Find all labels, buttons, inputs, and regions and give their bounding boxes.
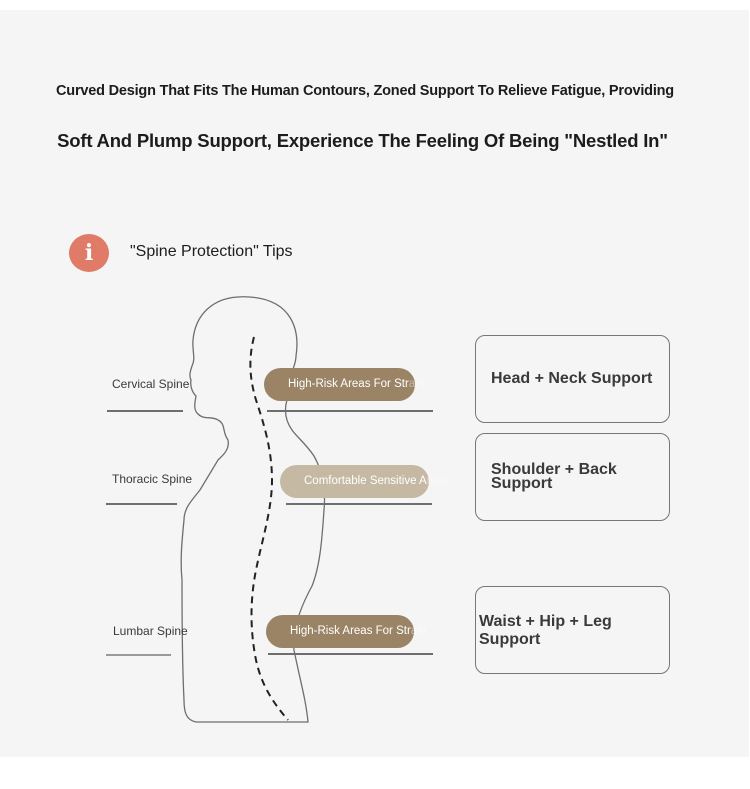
pill-lumbar-text: High-Risk Areas For Str (290, 625, 411, 637)
divider-thoracic-right (286, 503, 432, 505)
spine-label-lumbar: Lumbar Spine (113, 624, 188, 638)
spine-label-thoracic: Thoracic Spine (112, 472, 193, 486)
divider-cervical-right (267, 410, 433, 412)
card-waist-hip-leg-label: Waist + Hip + Leg Support (479, 613, 612, 648)
body-outline (180, 296, 326, 723)
divider-lumbar-left (106, 654, 171, 656)
pill-thoracic-text-faded: reas (426, 475, 450, 487)
headline-line-2: Soft And Plump Support, Experience The F… (57, 130, 668, 151)
info-icon: i (69, 234, 109, 272)
pill-cervical-text: High-Risk Areas For Str (288, 378, 409, 390)
divider-cervical-left (107, 410, 183, 412)
card-shoulder-back-support: Shoulder + Back Support (475, 433, 670, 521)
pill-lumbar-high-risk: High-Risk Areas For Strain (266, 615, 426, 648)
divider-thoracic-left (106, 503, 177, 505)
divider-lumbar-right (268, 653, 433, 655)
info-icon-glyph: i (84, 240, 94, 266)
spine-dashed-line (249, 336, 289, 721)
pill-thoracic-comfortable: Comfortable Sensitive Areas (280, 465, 449, 498)
card-head-neck-label: Head + Neck Support (491, 370, 653, 387)
card-waist-hip-leg-support: Waist + Hip + Leg Support (475, 586, 670, 674)
pill-thoracic-text: Comfortable Sensitive A (304, 475, 427, 487)
tips-title: "Spine Protection" Tips (130, 243, 293, 260)
pill-lumbar-text-faded: ain (410, 625, 427, 637)
pill-cervical-text-faded: ain (408, 378, 425, 390)
card-head-neck-support: Head + Neck Support (475, 335, 670, 423)
spine-label-cervical: Cervical Spine (112, 377, 190, 391)
card-shoulder-back-label: Shoulder + Back Support (491, 461, 617, 492)
pill-cervical-high-risk: High-Risk Areas For Strain (264, 368, 424, 401)
headline-line-1: Curved Design That Fits The Human Contou… (56, 83, 674, 99)
